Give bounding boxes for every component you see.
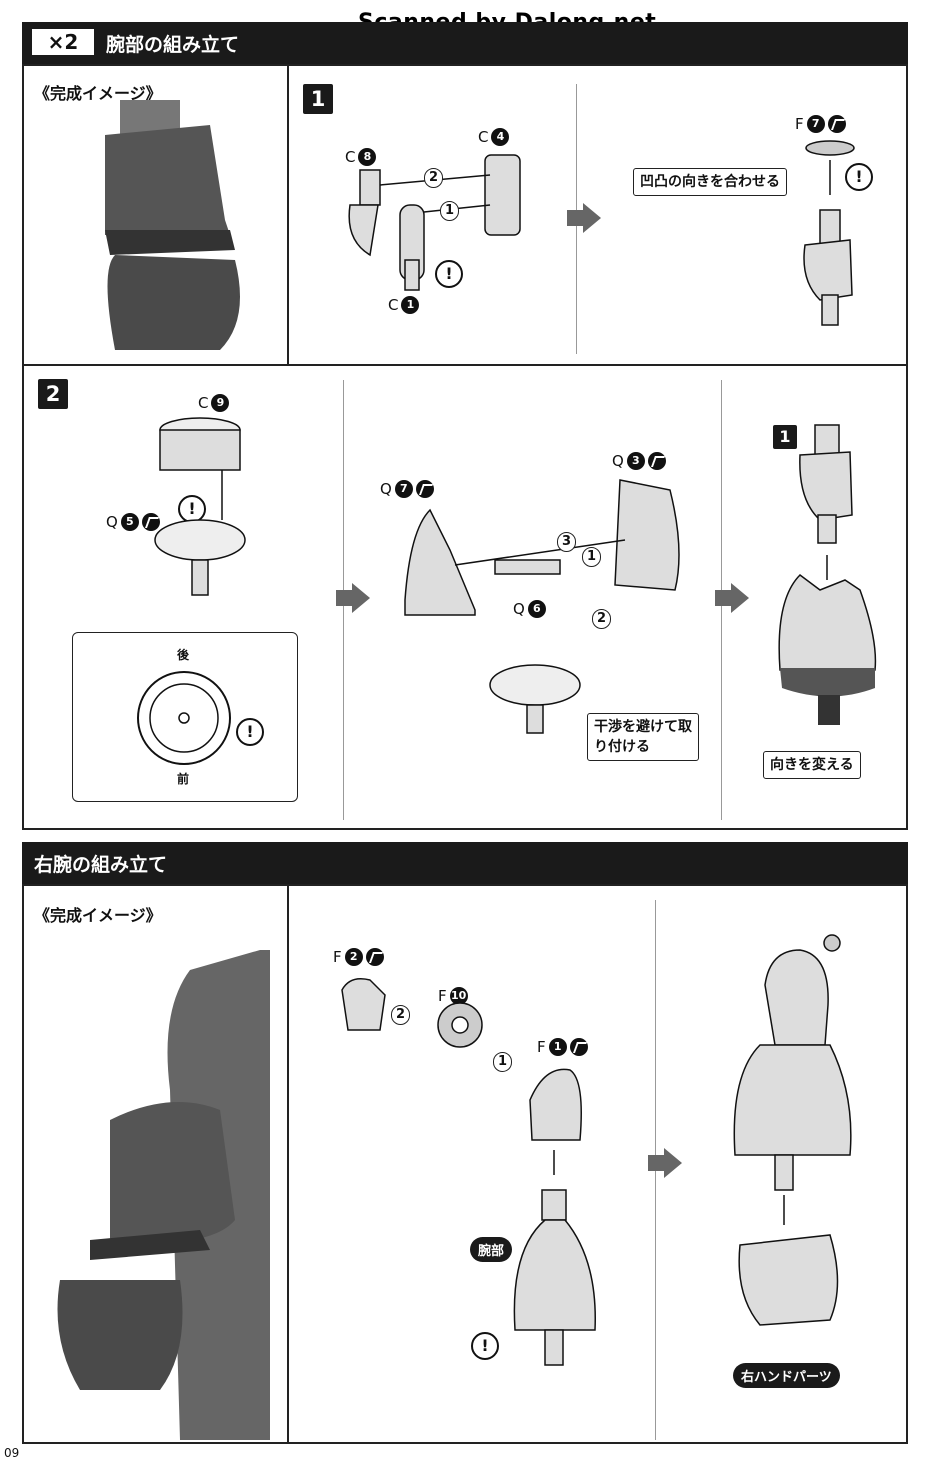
section-header-right-arm: 右腕の組み立て (22, 842, 908, 884)
step-number-2: 2 (38, 379, 68, 409)
callout-align: 凹凸の向きを合わせる (633, 168, 787, 196)
right-arm-finished-image (57, 950, 270, 1440)
step2-shell-diagram (404, 479, 680, 734)
multiplier-badge: ×2 (32, 29, 94, 55)
caution-icon: ! (178, 495, 206, 523)
ring-topview-diagram (137, 671, 231, 765)
arm-finished-image (105, 100, 240, 350)
label-front: 前 (177, 772, 190, 786)
divider (287, 64, 289, 366)
callout-avoid: 干渉を避けて取り付ける (587, 713, 699, 761)
divider (287, 884, 289, 1444)
finished-image-label: 《完成イメージ》 (34, 906, 162, 925)
ref-step-1: 1 (773, 425, 797, 449)
caution-icon: ! (845, 163, 873, 191)
seq-1: 1 (582, 547, 602, 567)
seq-1: 1 (440, 201, 460, 221)
seq-2: 2 (592, 609, 612, 629)
step1-result-diagram (803, 140, 855, 326)
caution-icon: ! (435, 260, 463, 288)
next-arrow-icon (567, 203, 601, 233)
right-arm-parts-diagram (341, 978, 596, 1366)
label-back: 後 (177, 648, 190, 662)
caution-icon: ! (471, 1332, 499, 1360)
step-number-1: 1 (303, 84, 333, 114)
next-arrow-icon (715, 583, 749, 613)
step2-frame (22, 366, 908, 830)
detail-box (72, 632, 298, 802)
seq-2: 2 (391, 1005, 411, 1025)
callout-rotate: 向きを変える (763, 751, 861, 779)
page-number: 09 (4, 1446, 20, 1460)
section-title-right-arm: 右腕の組み立て (34, 854, 168, 876)
section-header-arm: ×2 腕部の組み立て (22, 22, 908, 64)
seq-3: 3 (557, 532, 577, 552)
step2-result-diagram (778, 424, 877, 725)
right-arm-frame (22, 884, 908, 1444)
next-arrow-icon (336, 583, 370, 613)
next-arrow-icon (648, 1148, 682, 1178)
section-title-arm: 腕部の組み立て (106, 34, 240, 56)
seq-2: 2 (424, 168, 444, 188)
step2-ring-diagram (154, 417, 246, 596)
step1-parts-diagram (348, 154, 521, 291)
right-hand-label: 右ハンドパーツ (733, 1363, 840, 1388)
seq-1: 1 (493, 1052, 513, 1072)
step1-frame (22, 64, 908, 366)
cut-icon (827, 115, 846, 133)
arm-label: 腕部 (470, 1237, 513, 1262)
right-arm-result-diagram (733, 934, 852, 1326)
caution-icon: ! (236, 718, 264, 746)
finished-image-label: 《完成イメージ》 (34, 84, 162, 103)
